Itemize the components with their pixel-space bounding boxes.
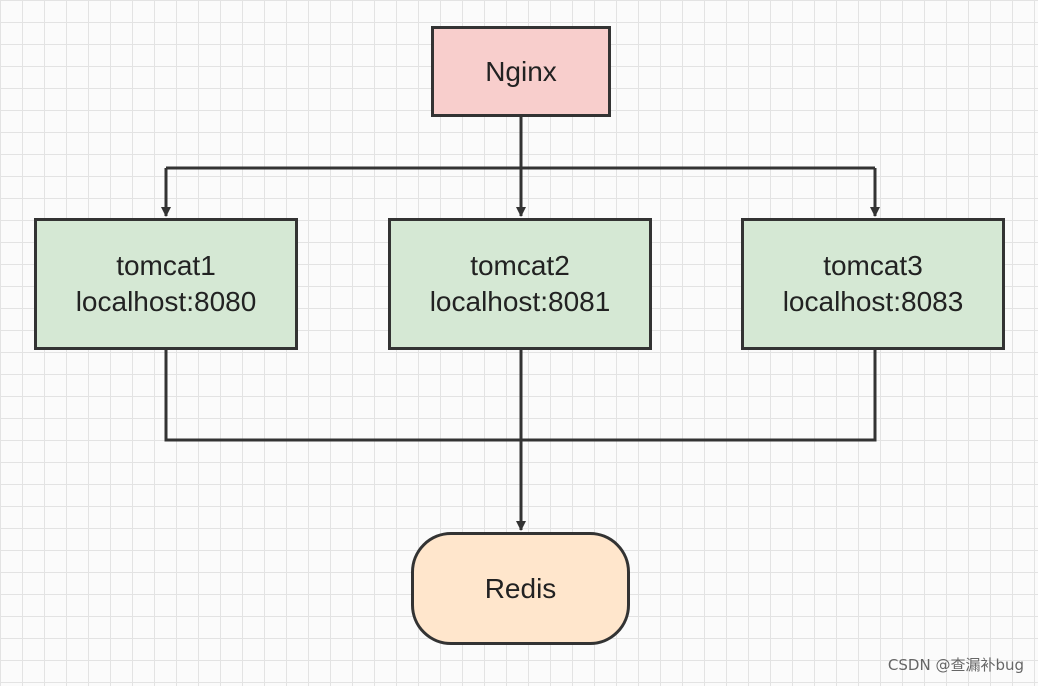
node-tomcat2-name: tomcat2 (470, 250, 570, 281)
node-redis-label: Redis (484, 572, 557, 604)
node-tomcat1-address: localhost:8080 (75, 286, 257, 317)
node-tomcat3-address: localhost:8083 (782, 286, 964, 317)
edge-tomcat1-redis (164, 350, 521, 442)
node-redis: Redis (411, 532, 630, 645)
node-tomcat3-name: tomcat3 (823, 250, 923, 281)
node-tomcat1: tomcat1 localhost:8080 (34, 218, 298, 350)
node-tomcat2: tomcat2 localhost:8081 (388, 218, 652, 350)
node-nginx: Nginx (431, 26, 611, 117)
edge-tomcat3-redis (521, 350, 877, 442)
node-nginx-label: Nginx (485, 55, 557, 87)
node-tomcat1-name: tomcat1 (116, 250, 216, 281)
node-tomcat2-address: localhost:8081 (429, 286, 611, 317)
node-tomcat3: tomcat3 localhost:8083 (741, 218, 1005, 350)
watermark: CSDN @查漏补bug (887, 656, 1024, 674)
